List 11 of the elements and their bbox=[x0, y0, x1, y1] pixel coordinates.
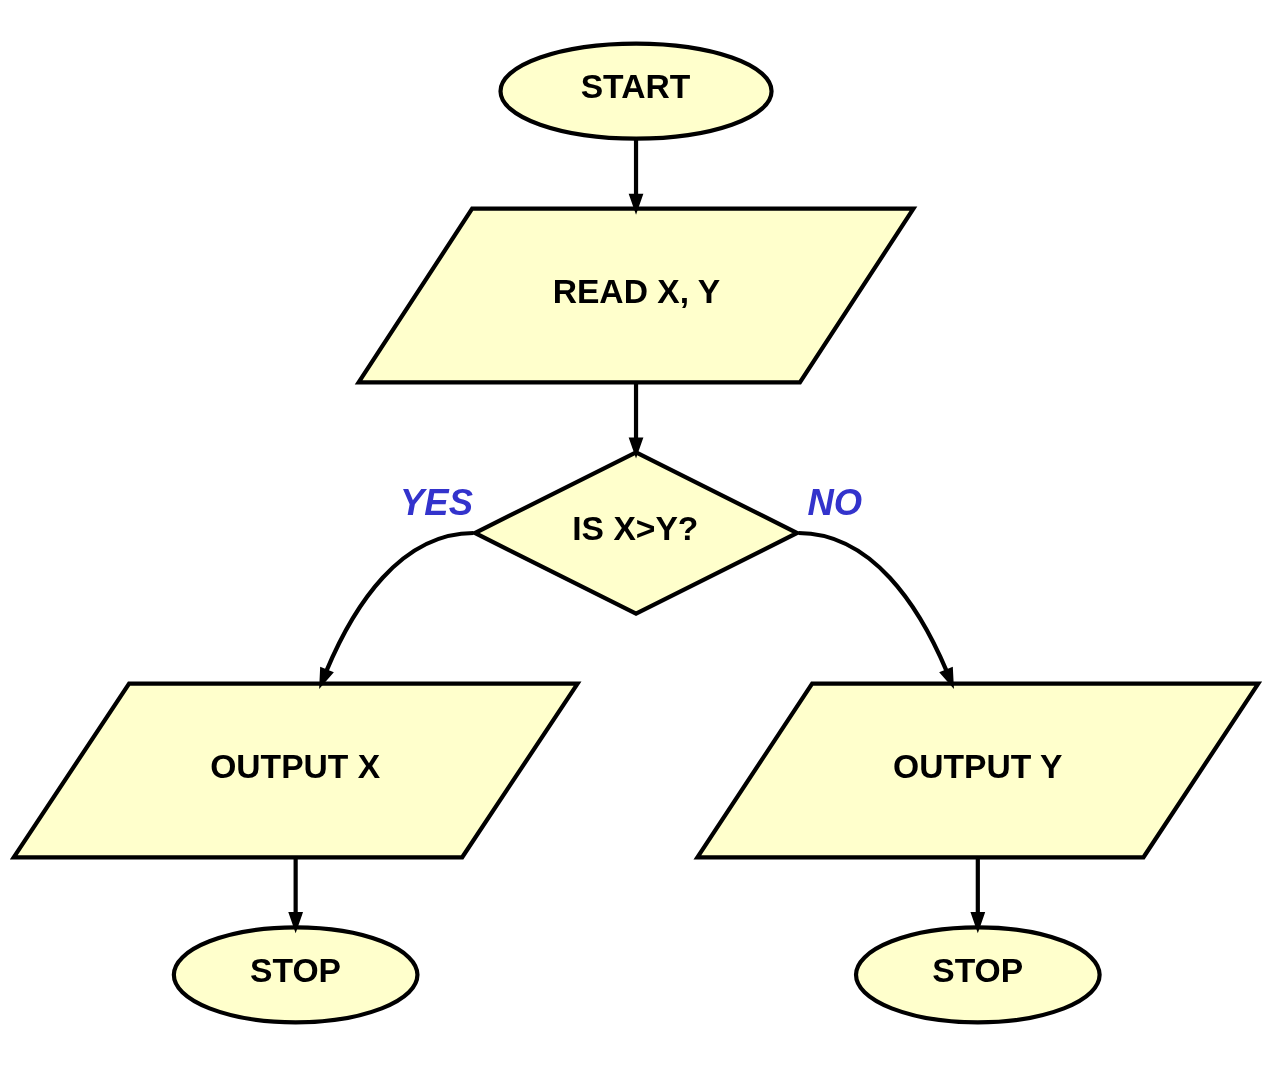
edge-label: YES bbox=[400, 481, 473, 523]
node-ellipse: STOP bbox=[853, 924, 1102, 1024]
arrow bbox=[319, 530, 474, 689]
arrow bbox=[628, 138, 644, 215]
node-ellipse: STOP bbox=[171, 924, 420, 1024]
edge-label: NO bbox=[807, 481, 863, 523]
arrow bbox=[288, 856, 304, 933]
arrow bbox=[798, 530, 954, 689]
arrow bbox=[970, 856, 986, 933]
node-ellipse: START bbox=[498, 41, 774, 141]
arrow bbox=[628, 382, 644, 459]
